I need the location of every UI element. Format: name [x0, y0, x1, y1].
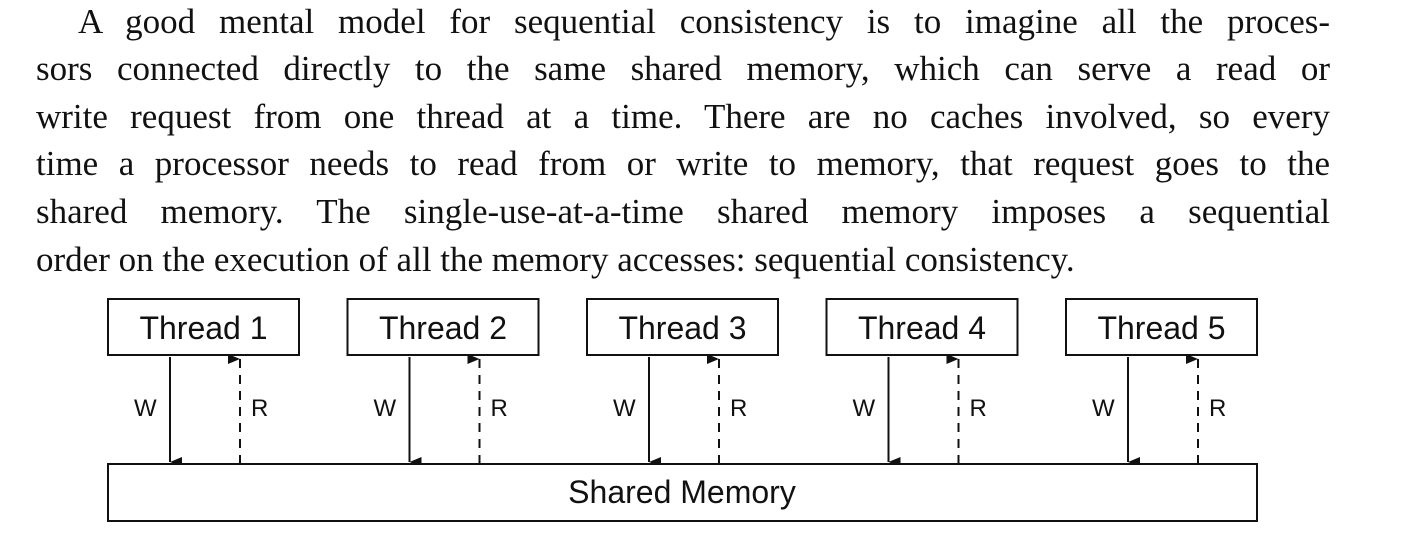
- thread-3-box: [586, 298, 779, 356]
- thread-1-box: [107, 298, 300, 356]
- paragraph-line-4: time a processor needs to read from or w…: [36, 144, 1330, 183]
- body-paragraph: A good mental model for sequential consi…: [36, 2, 1330, 279]
- thread-2-label: Thread 2: [379, 310, 507, 346]
- paragraph-line-2: sors connected directly to the same shar…: [36, 49, 1330, 88]
- thread-2-write-label: W: [374, 395, 397, 422]
- paragraph-line-3: write request from one thread at a time.…: [36, 97, 1330, 136]
- thread-3-read-label: R: [730, 395, 747, 422]
- thread-5-label: Thread 5: [1097, 310, 1225, 346]
- paragraph-line-6: order on the execution of all the memory…: [36, 240, 1075, 279]
- thread-4-box: [825, 298, 1019, 356]
- thread-1-write-label: W: [134, 395, 157, 422]
- thread-5-box: [1065, 298, 1258, 356]
- thread-5-read-label: R: [1209, 395, 1226, 422]
- thread-5-write-label: W: [1092, 395, 1115, 422]
- thread-4-label: Thread 4: [858, 310, 986, 346]
- paragraph-line-1: A good mental model for sequential consi…: [78, 2, 1330, 41]
- thread-3-group: Thread 3 W R: [586, 298, 779, 467]
- thread-1-group: Thread 1 W R: [107, 298, 300, 467]
- shared-memory-label: Shared Memory: [568, 474, 796, 510]
- paragraph-line-5: shared memory. The single-use-at-a-time …: [36, 192, 1330, 231]
- threads-group: Thread 1 W R Thread 2 W R Thread 3 W R Thread 4 W R…: [107, 298, 1258, 467]
- thread-5-group: Thread 5 W R: [1065, 298, 1258, 467]
- thread-4-write-label: W: [853, 395, 876, 422]
- thread-1-label: Thread 1: [139, 310, 267, 346]
- shared-memory-block: Shared Memory: [107, 463, 1258, 522]
- thread-4-read-label: R: [970, 395, 987, 422]
- thread-2-read-label: R: [491, 395, 508, 422]
- thread-2-group: Thread 2 W R: [346, 298, 540, 467]
- thread-1-read-label: R: [251, 395, 268, 422]
- thread-3-label: Thread 3: [618, 310, 746, 346]
- thread-3-write-label: W: [613, 395, 636, 422]
- thread-4-group: Thread 4 W R: [825, 298, 1019, 467]
- thread-2-box: [346, 298, 540, 356]
- shared-memory-box: [107, 463, 1258, 522]
